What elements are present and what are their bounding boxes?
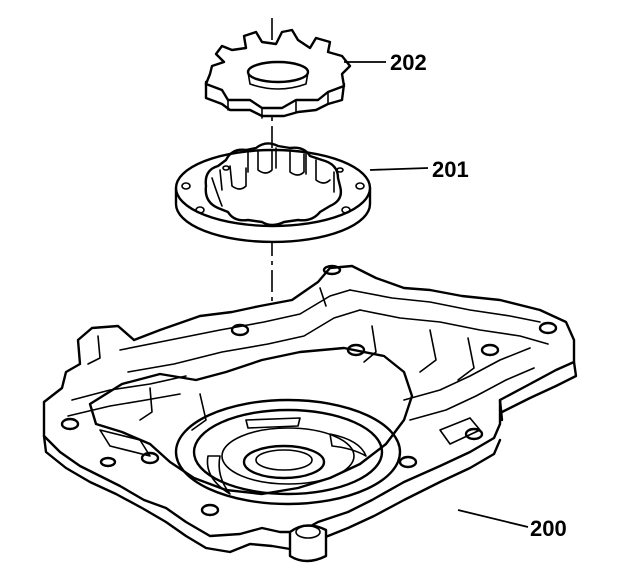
label-202: 202 <box>390 50 427 75</box>
callout-202: 202 <box>344 50 427 75</box>
label-201: 201 <box>432 157 469 182</box>
label-200: 200 <box>530 516 567 541</box>
inner-gear <box>204 28 352 119</box>
callout-200: 200 <box>457 509 567 541</box>
pump-body <box>42 264 578 563</box>
callout-201: 201 <box>369 157 469 182</box>
outer-gear-ring <box>174 142 372 244</box>
